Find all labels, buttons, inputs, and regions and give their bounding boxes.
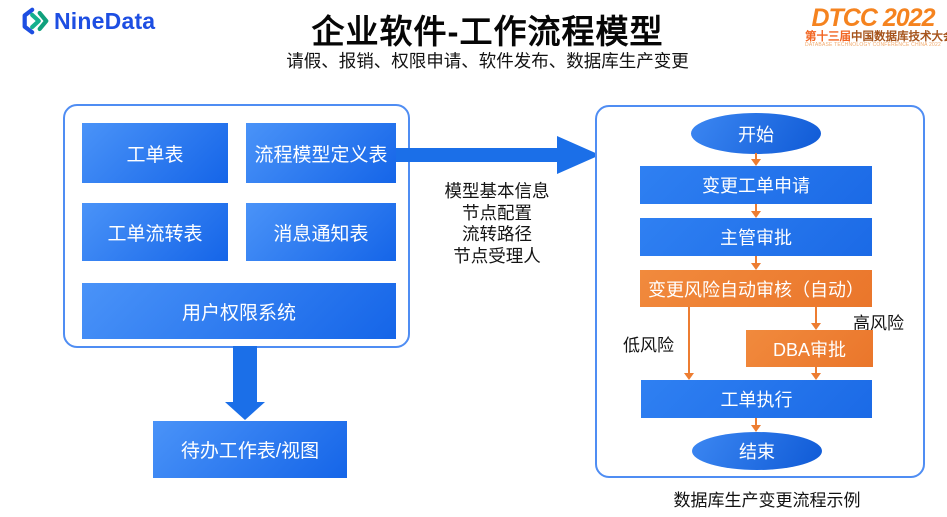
transfer-note-line: 模型基本信息	[444, 181, 550, 201]
flow-caption: 数据库生产变更流程示例	[673, 491, 861, 510]
transfer-note-line: 流转路径	[462, 224, 532, 244]
transfer-notes: 模型基本信息 节点配置 流转路径 节点受理人	[407, 181, 587, 267]
dtcc-wordmark: DTCC 2022	[805, 5, 941, 31]
flow-connector-stem	[755, 204, 757, 211]
table-box-model-def: 流程模型定义表	[246, 123, 396, 183]
page-subtitle: 请假、报销、权限申请、软件发布、数据库生产变更	[286, 51, 689, 71]
table-box-ticket-flow: 工单流转表	[82, 203, 228, 261]
flow-connector-head	[751, 425, 761, 432]
flow-step-manager: 主管审批	[640, 218, 872, 256]
dtcc-subtitle-en: DATABASE TECHNOLOGY CONFERENCE CHINA 202…	[805, 42, 941, 49]
branch-label-low: 低风险	[623, 336, 674, 355]
ninedata-logo-text: NineData	[54, 7, 156, 34]
flow-branch-low-stem	[688, 307, 690, 373]
table-box-notify: 消息通知表	[246, 203, 396, 261]
flow-connector-stem	[815, 367, 817, 373]
flow-branch-high-stem	[815, 307, 817, 323]
flow-branch-high-head	[811, 323, 821, 330]
todo-box: 待办工作表/视图	[153, 421, 347, 478]
flow-connector-stem	[755, 153, 757, 159]
flow-step-risk-check: 变更风险自动审核（自动）	[640, 270, 872, 307]
ninedata-logo-icon	[22, 7, 49, 35]
flow-start-ellipse: 开始	[691, 113, 821, 154]
flow-connector-stem	[755, 418, 757, 425]
box-user-permission-system: 用户权限系统	[82, 283, 396, 339]
dtcc-edition: 第十三届	[805, 31, 851, 44]
flow-step-dba: DBA审批	[746, 330, 873, 367]
down-arrow-shaft	[233, 346, 257, 403]
flow-connector-head	[751, 263, 761, 270]
dtcc-text: DTCC	[811, 4, 877, 32]
dtcc-year: 2022	[882, 4, 936, 32]
transfer-note-line: 节点受理人	[453, 245, 541, 266]
dtcc-logo: DTCC 2022 第十三届中国数据库技术大会 DATABASE TECHNOL…	[805, 5, 947, 49]
dtcc-subtitle-cn: 第十三届中国数据库技术大会	[805, 31, 947, 44]
flow-end-ellipse: 结束	[692, 432, 822, 470]
flow-branch-low-head	[684, 373, 694, 380]
ninedata-logo: NineData	[20, 6, 155, 36]
dtcc-conference-name: 中国数据库技术大会	[851, 31, 947, 44]
page-title: 企业软件-工作流程模型	[311, 13, 664, 50]
down-arrow-head	[225, 402, 265, 420]
branch-label-high: 高风险	[853, 314, 904, 333]
transfer-note-line: 节点配置	[462, 202, 532, 223]
transfer-arrow-shaft	[396, 148, 558, 162]
flow-connector-stem	[755, 256, 757, 263]
flow-connector-head	[751, 159, 761, 166]
transfer-arrow-head	[557, 136, 600, 174]
flow-connector-head	[811, 373, 821, 380]
flow-connector-head	[751, 211, 761, 218]
flow-step-apply: 变更工单申请	[640, 166, 872, 204]
flow-step-execute: 工单执行	[641, 380, 872, 418]
table-box-ticket: 工单表	[82, 123, 228, 183]
